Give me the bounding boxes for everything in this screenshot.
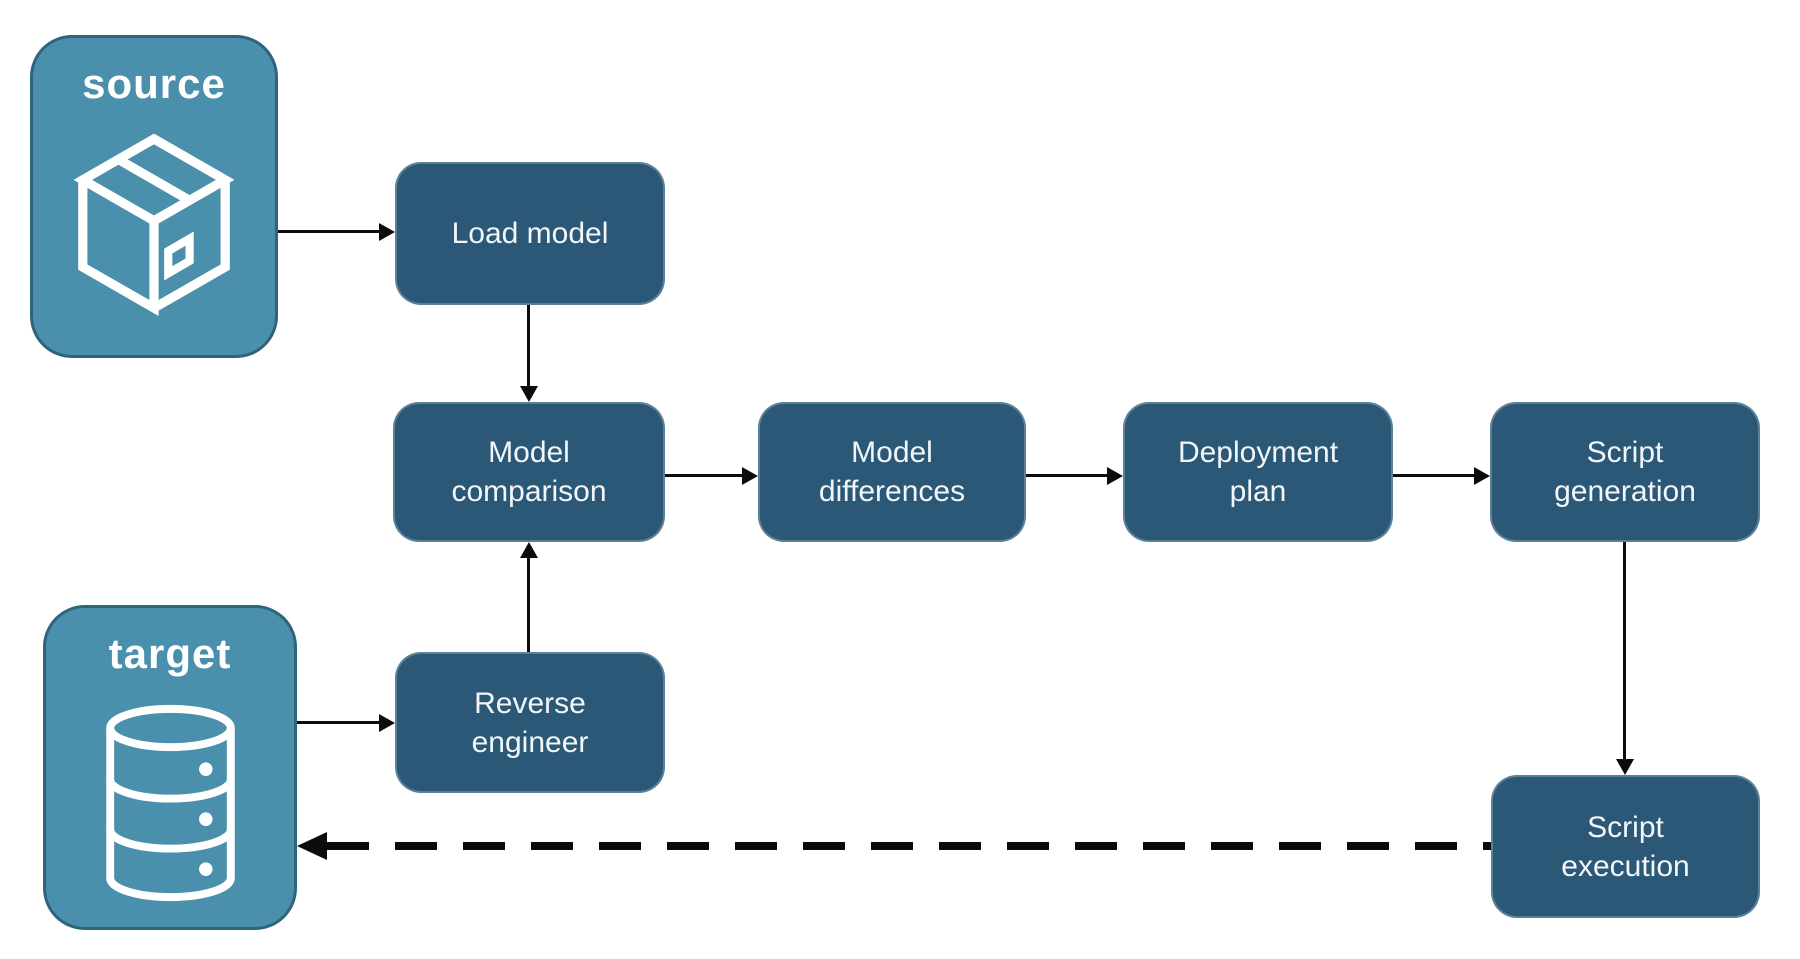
node-model-differences: Model differences (758, 402, 1026, 542)
node-reverse-engineer-label: Reverse engineer (471, 686, 589, 759)
node-script-generation: Script generation (1490, 402, 1760, 542)
target-label: target (108, 630, 232, 677)
endpoint-source: source (30, 35, 278, 358)
endpoint-target: target (43, 605, 297, 930)
package-icon (33, 108, 275, 355)
node-model-differences-label: Model differences (818, 436, 966, 508)
source-label: source (82, 60, 226, 107)
node-load-model-label: Load model (451, 217, 609, 250)
node-deployment-plan: Deployment plan (1123, 402, 1393, 542)
database-icon (46, 678, 294, 927)
node-load-model: Load model (395, 162, 665, 305)
node-script-execution-label: Script execution (1561, 810, 1690, 883)
node-script-generation-label: Script generation (1554, 436, 1696, 508)
node-deployment-plan-label: Deployment plan (1177, 436, 1339, 508)
node-reverse-engineer: Reverse engineer (395, 652, 665, 793)
node-script-execution: Script execution (1491, 775, 1760, 918)
node-model-comparison-label: Model comparison (451, 436, 607, 508)
node-model-comparison: Model comparison (393, 402, 665, 542)
